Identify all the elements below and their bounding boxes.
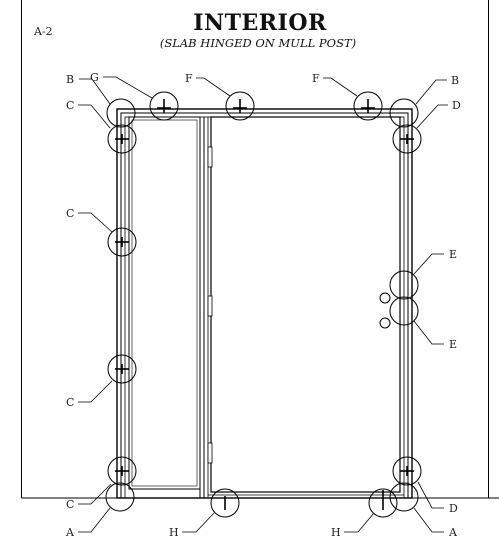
hinge-icon — [207, 146, 213, 464]
callout-label: F — [185, 72, 193, 85]
callout-label: A — [65, 526, 75, 539]
detail-callout-circles — [105, 91, 422, 518]
callout-label: C — [66, 396, 74, 409]
callout-label: G — [90, 71, 99, 84]
callout-label: D — [452, 99, 461, 112]
callout-label: H — [169, 526, 179, 539]
door-slab — [208, 116, 404, 496]
callout-label: F — [312, 72, 320, 85]
mull-post — [199, 117, 209, 498]
callout-label: B — [451, 74, 459, 87]
section-marker-icon — [115, 99, 414, 510]
page-subtitle: (SLAB HINGED ON MULL POST) — [160, 36, 356, 50]
callout-label: C — [66, 99, 74, 112]
leader-lines — [78, 76, 448, 533]
callout-label: D — [449, 502, 458, 515]
sheet-id: A-2 — [33, 25, 53, 38]
callout-label: B — [66, 73, 74, 86]
callout-label: C — [66, 207, 74, 220]
callout-label: E — [449, 338, 457, 351]
sidelite-panel — [128, 116, 201, 490]
callout-labels: B G F F B C D C E E C C D A H H A — [65, 71, 461, 539]
door-handle-icon — [379, 292, 391, 329]
callout-label: E — [449, 248, 457, 261]
callout-label: H — [331, 526, 341, 539]
outer-frame — [116, 108, 413, 499]
callout-label: A — [448, 526, 458, 539]
callout-label: C — [66, 498, 74, 511]
page-title: INTERIOR — [193, 10, 327, 36]
